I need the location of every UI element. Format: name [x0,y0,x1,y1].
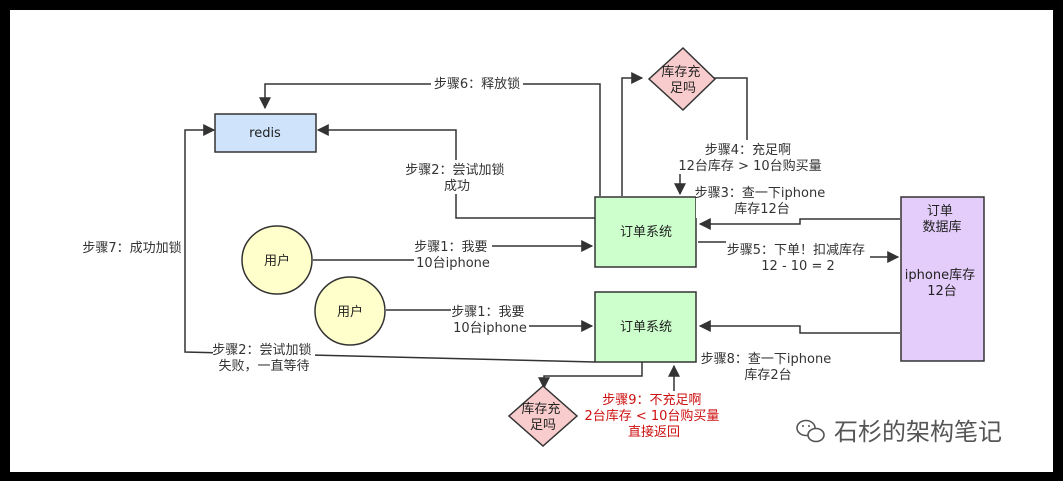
label-step7: 步骤7：成功加锁 [82,240,181,256]
order-system-node-1 [594,196,697,268]
db-stock: iphone库存 12台 [905,267,979,299]
edge-step7 [184,124,596,363]
label-step2-success: 步骤2：尝试加锁 成功 [405,162,508,194]
order-system-node-2 [594,291,697,363]
db-title: 订单 数据库 [922,204,961,235]
order-system-label-2: 订单系统 [620,320,672,335]
label-step9: 步骤9：不充足啊 2台库存 < 10台购买量 直接返回 [584,392,723,440]
edge-step8 [698,320,900,334]
wechat-icon [796,419,825,443]
user-label-2: 用户 [337,304,363,320]
flow-diagram: redis 订单系统 订单系统 用户 用户 库存充 足吗 库存充 足吗 订单 数… [81,46,1002,448]
edge-step3 [698,218,900,230]
edge-order2-diamond2 [538,362,643,390]
label-step4: 步骤4：充足啊 12台库存 > 10台购买量 [678,142,821,174]
label-step6: 步骤6：释放锁 [434,76,520,92]
watermark-text: 石杉的架构笔记 [834,418,1002,446]
user-label-1: 用户 [264,253,290,269]
label-step1-b: 步骤1：我要 10台iphone [451,305,528,336]
order-system-label-1: 订单系统 [620,225,672,240]
label-step2-fail: 步骤2：尝试加锁 失败，一直等待 [212,342,315,374]
label-step5: 步骤5：下单！扣减库存 12 - 10 = 2 [727,242,869,274]
user-node-1 [241,225,313,295]
diagram-canvas: redis 订单系统 订单系统 用户 用户 库存充 足吗 库存充 足吗 订单 数… [10,10,1053,472]
redis-label: redis [249,126,281,141]
label-step1-a: 步骤1：我要 10台iphone [414,240,491,271]
stock-check-diamond-2 [507,384,579,448]
diamond-label-1: 库存充 足吗 [661,64,704,96]
label-step8: 步骤8：查一下iphone 库存2台 [701,352,836,383]
diamond-label-2: 库存充 足吗 [521,401,564,433]
order-db-node [900,196,985,362]
user-node-2 [314,276,386,346]
redis-node [214,113,317,153]
label-step3: 步骤3：查一下iphone 库存12台 [695,186,830,217]
stock-check-diamond-1 [647,46,717,112]
edge-order1-diamond1 [621,72,644,196]
